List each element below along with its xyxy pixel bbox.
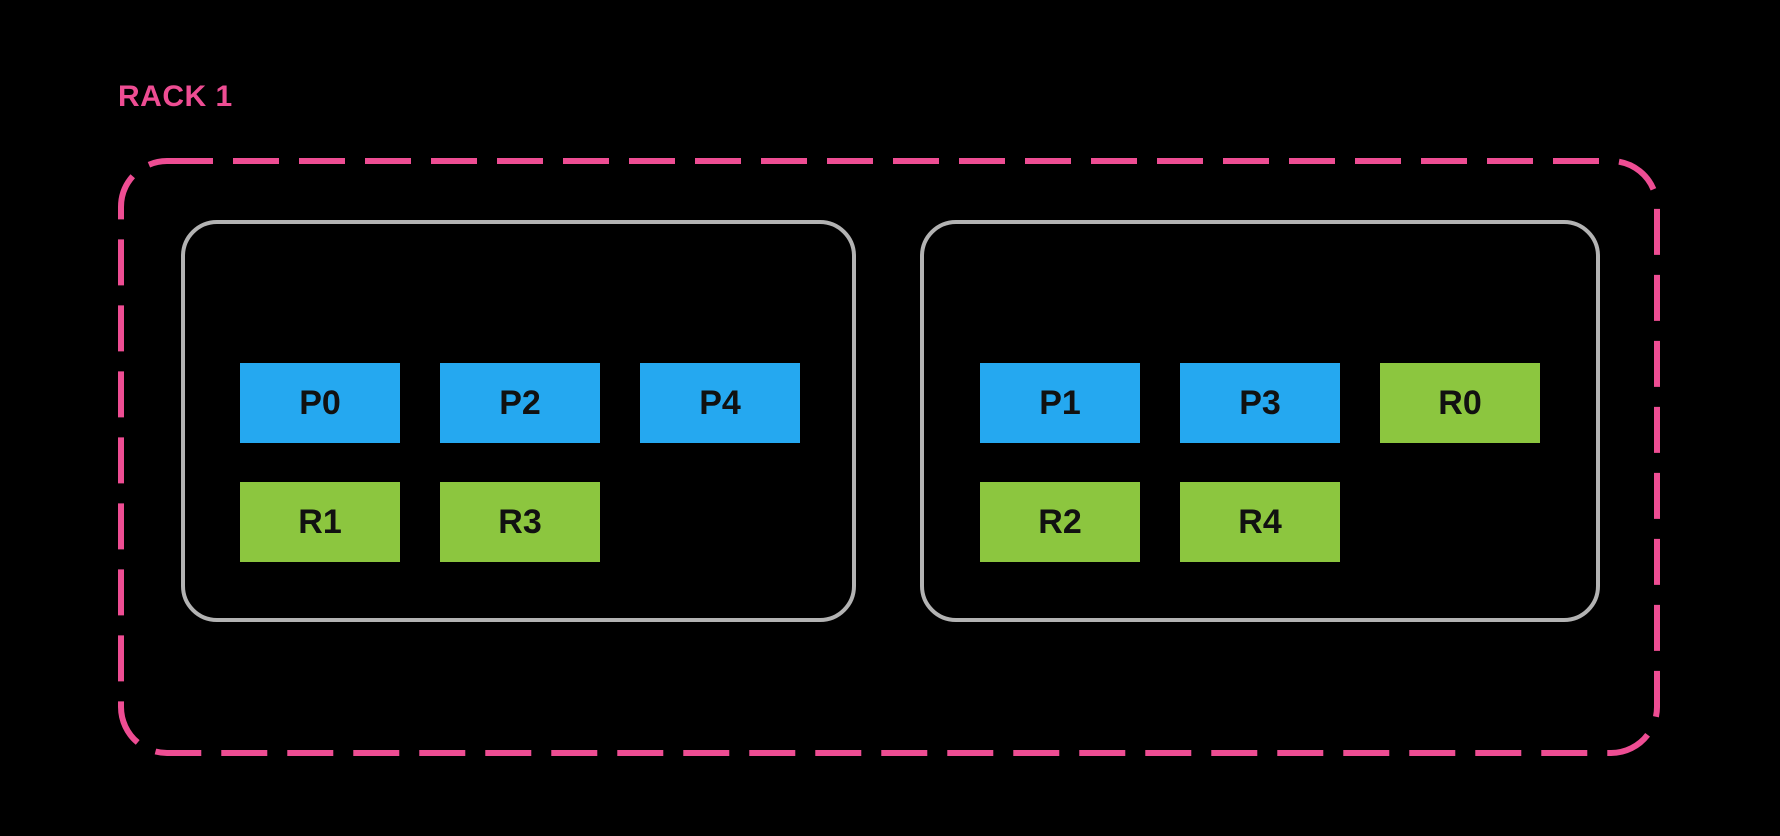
chip-row-bottom: R2 R4 [980, 482, 1546, 562]
chip-p3: P3 [1180, 363, 1340, 443]
node-left: P0 P2 P4 R1 R3 [181, 220, 856, 622]
chip-p4: P4 [640, 363, 800, 443]
chip-row-bottom: R1 R3 [240, 482, 802, 562]
rack-dashed-boundary [118, 158, 1660, 756]
node-right: P1 P3 R0 R2 R4 [920, 220, 1600, 622]
chip-p0: P0 [240, 363, 400, 443]
chip-r1: R1 [240, 482, 400, 562]
chip-row-top: P0 P2 P4 [240, 363, 802, 443]
chip-p2: P2 [440, 363, 600, 443]
rack-label: RACK 1 [118, 80, 233, 113]
chip-r4: R4 [1180, 482, 1340, 562]
chip-r0: R0 [1380, 363, 1540, 443]
chip-r3: R3 [440, 482, 600, 562]
chip-p1: P1 [980, 363, 1140, 443]
chip-r2: R2 [980, 482, 1140, 562]
chip-row-top: P1 P3 R0 [980, 363, 1546, 443]
